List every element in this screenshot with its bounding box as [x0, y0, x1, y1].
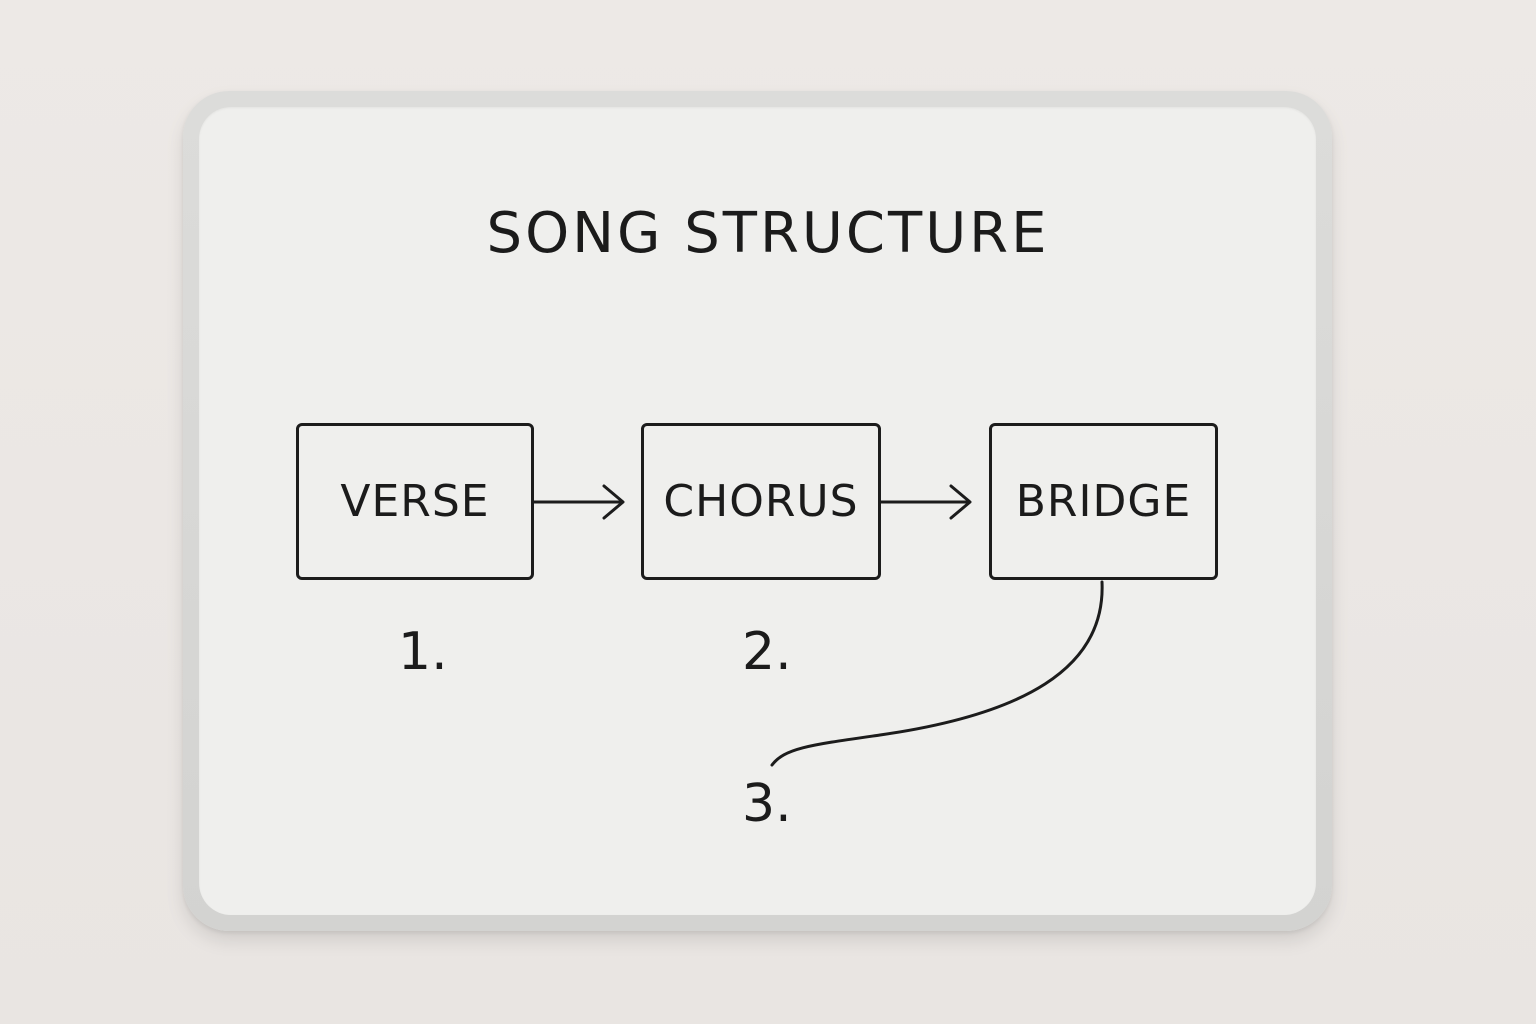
- node-bridge: BRIDGE: [989, 423, 1218, 580]
- diagram-title: SONG STRUCTURE: [486, 201, 1050, 266]
- node-chorus-label: CHORUS: [663, 476, 859, 527]
- step-number-1: 1.: [398, 622, 448, 682]
- node-verse-label: VERSE: [340, 476, 490, 527]
- node-verse: VERSE: [296, 423, 534, 580]
- whiteboard-surface: [199, 107, 1316, 915]
- node-bridge-label: BRIDGE: [1015, 476, 1192, 527]
- node-chorus: CHORUS: [641, 423, 881, 580]
- step-number-3: 3.: [742, 774, 792, 834]
- whiteboard-frame: [183, 91, 1332, 931]
- step-number-2: 2.: [742, 622, 792, 682]
